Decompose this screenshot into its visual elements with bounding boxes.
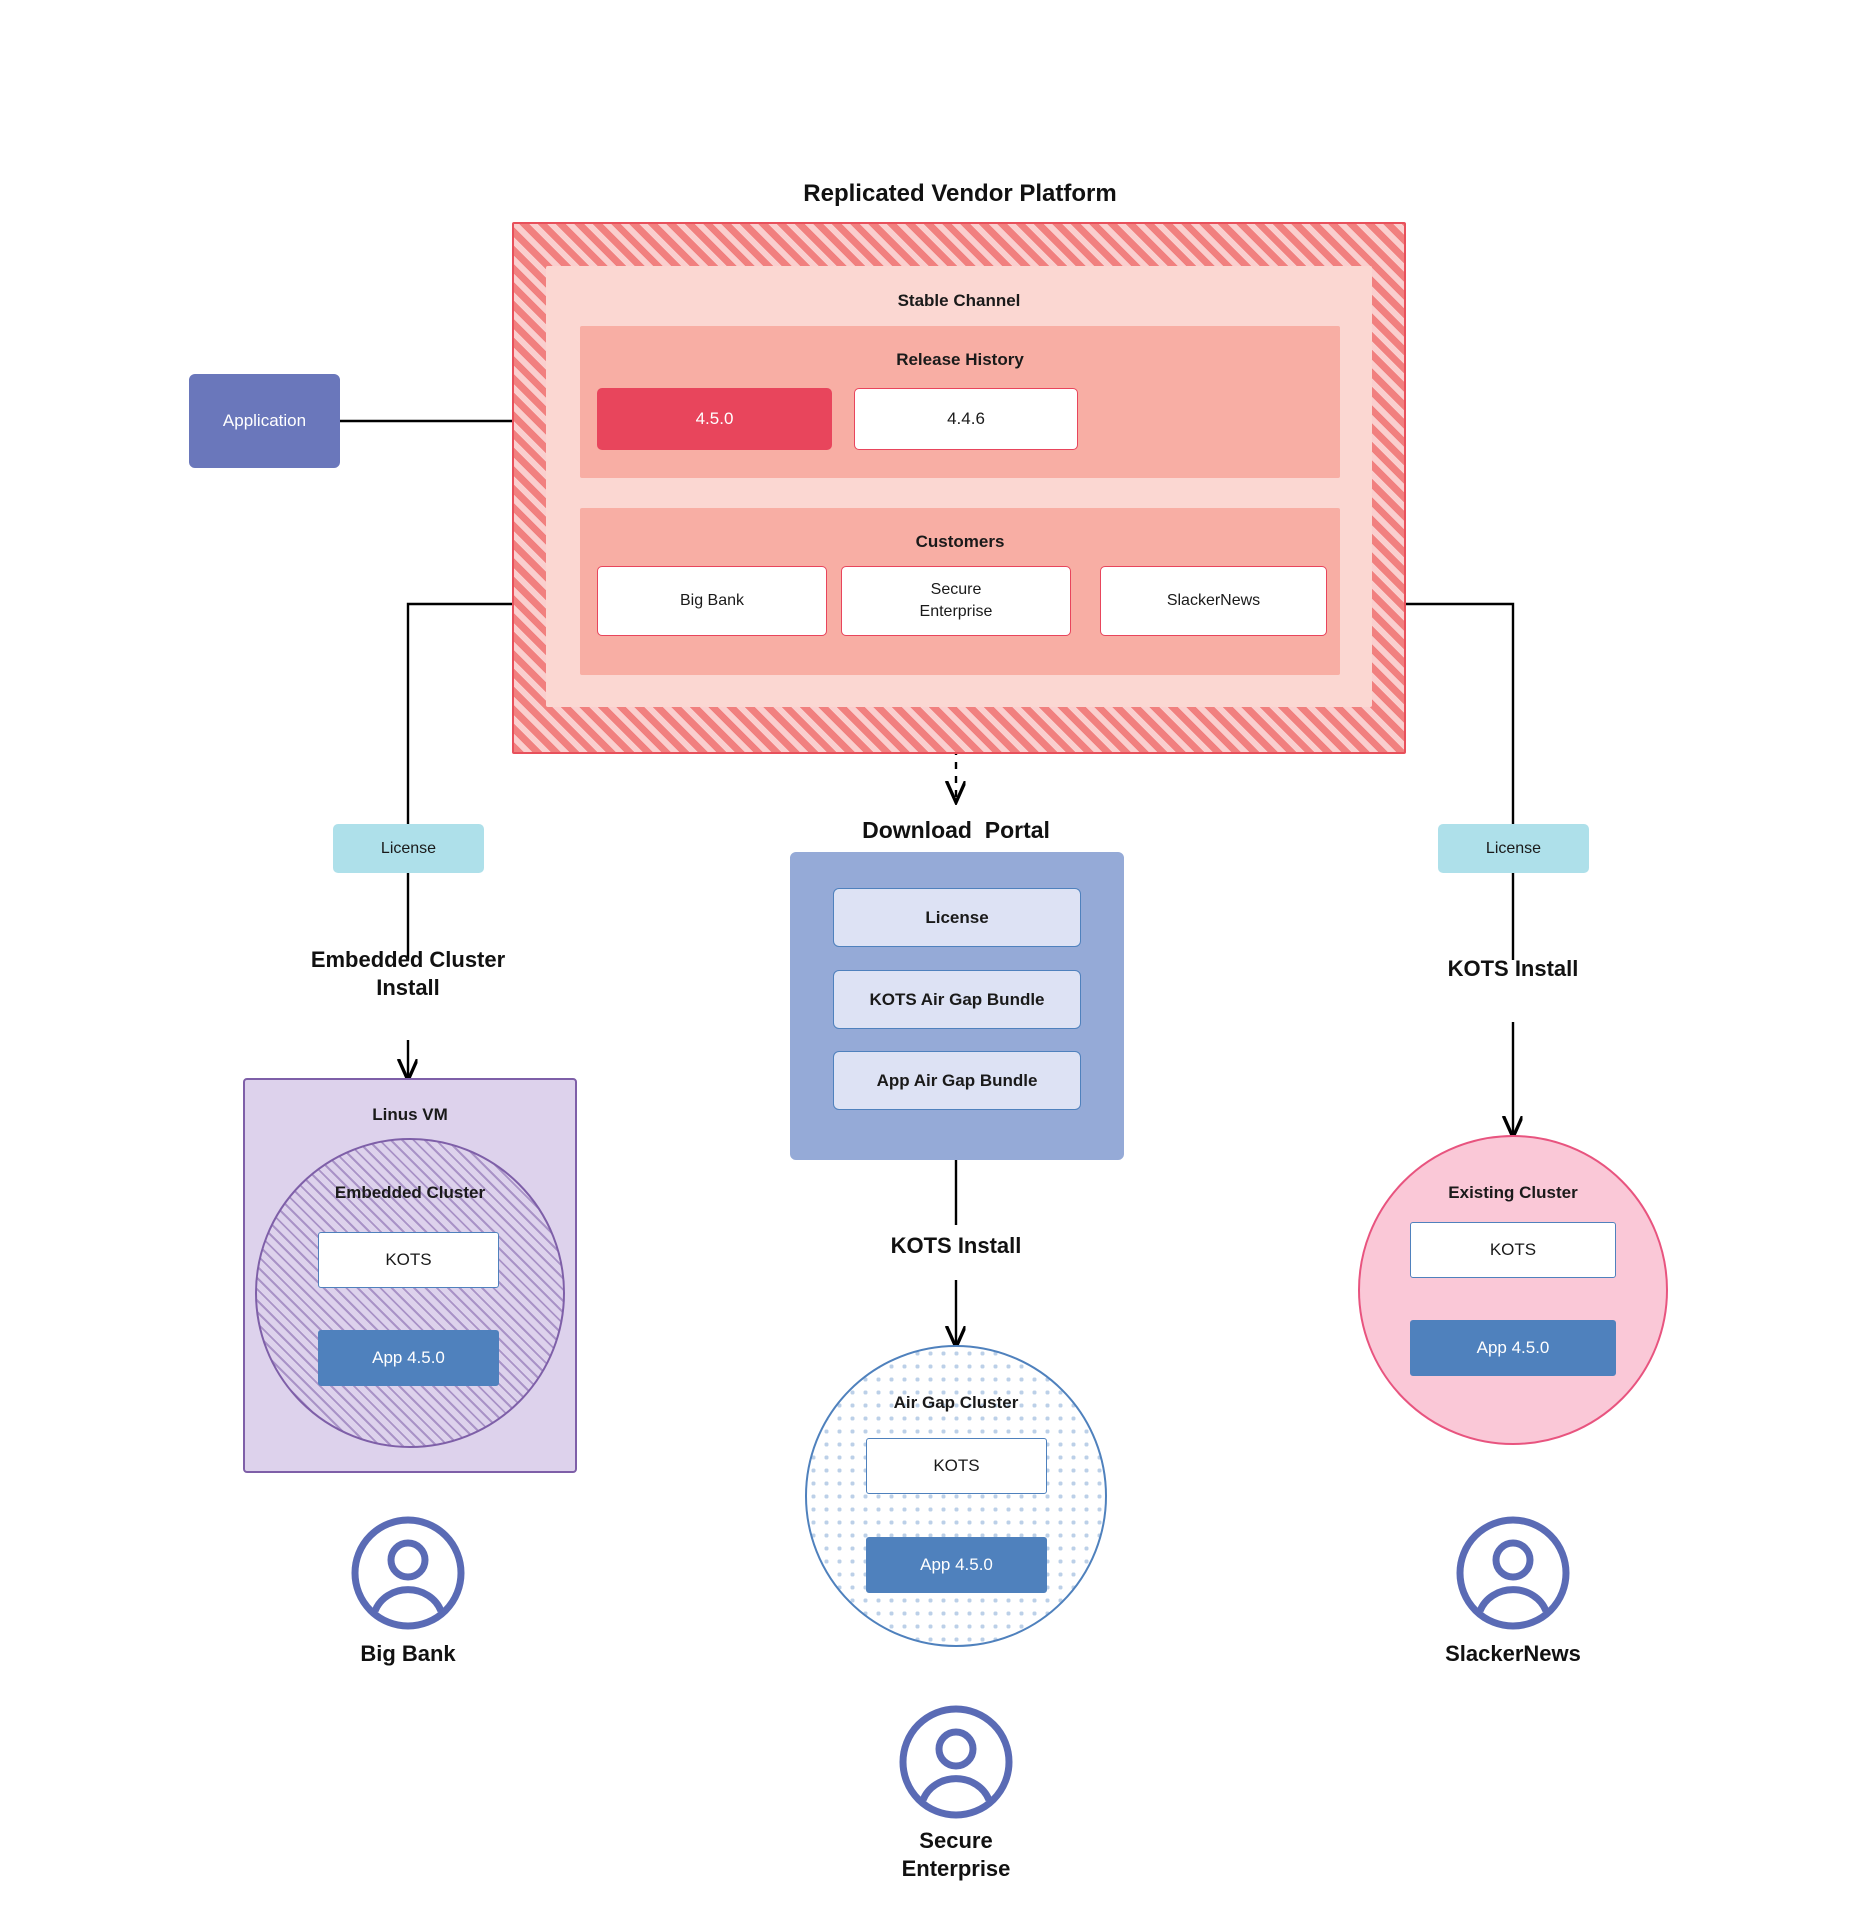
license-chip-right[interactable]: License bbox=[1438, 824, 1589, 873]
persona-label-big-bank: Big Bank bbox=[360, 1641, 456, 1666]
user-icon bbox=[351, 1516, 465, 1630]
portal-item-kots-air-gap-bundle[interactable]: KOTS Air Gap Bundle bbox=[833, 970, 1081, 1029]
release-card-current[interactable]: 4.5.0 bbox=[597, 388, 832, 450]
air-gap-cluster-circle bbox=[805, 1345, 1107, 1647]
customer-card-big-bank[interactable]: Big Bank bbox=[597, 566, 827, 636]
kots-box-airgap[interactable]: KOTS bbox=[866, 1438, 1047, 1494]
portal-item-license[interactable]: License bbox=[833, 888, 1081, 947]
license-chip-left[interactable]: License bbox=[333, 824, 484, 873]
release-card-past[interactable]: 4.4.6 bbox=[854, 388, 1078, 450]
persona-avatar-slackernews bbox=[1453, 1513, 1573, 1633]
user-icon bbox=[899, 1705, 1013, 1819]
page-title: Replicated Vendor Platform bbox=[803, 180, 1117, 207]
persona-avatar-secure-enterprise bbox=[896, 1702, 1016, 1822]
customer-card-slackernews[interactable]: SlackerNews bbox=[1100, 566, 1327, 636]
application-node[interactable]: Application bbox=[189, 374, 340, 468]
app-box-existing[interactable]: App 4.5.0 bbox=[1410, 1320, 1616, 1376]
kots-box-embedded[interactable]: KOTS bbox=[318, 1232, 499, 1288]
app-box-embedded[interactable]: App 4.5.0 bbox=[318, 1330, 499, 1386]
linux-vm-title: Linus VM bbox=[372, 1105, 448, 1124]
stable-channel-title: Stable Channel bbox=[897, 291, 1021, 310]
user-icon bbox=[1456, 1516, 1570, 1630]
app-box-airgap[interactable]: App 4.5.0 bbox=[866, 1537, 1047, 1593]
release-history-title: Release History bbox=[896, 350, 1024, 369]
kots-box-existing[interactable]: KOTS bbox=[1410, 1222, 1616, 1278]
portal-item-app-air-gap-bundle[interactable]: App Air Gap Bundle bbox=[833, 1051, 1081, 1110]
persona-avatar-big-bank bbox=[348, 1513, 468, 1633]
embedded-cluster-title: Embedded Cluster bbox=[334, 1183, 486, 1202]
existing-cluster-circle bbox=[1358, 1135, 1668, 1445]
persona-label-slackernews: SlackerNews bbox=[1445, 1641, 1581, 1666]
edge-label-kots-install-center: KOTS Install bbox=[890, 1233, 1022, 1258]
air-gap-cluster-title: Air Gap Cluster bbox=[893, 1393, 1019, 1412]
persona-label-secure-enterprise: Secure Enterprise bbox=[901, 1828, 1011, 1881]
customers-title: Customers bbox=[915, 532, 1005, 551]
edge-label-kots-install-right: KOTS Install bbox=[1447, 956, 1579, 981]
download-portal-title: Download Portal bbox=[862, 817, 1050, 843]
existing-cluster-title: Existing Cluster bbox=[1448, 1183, 1578, 1202]
edge-label-embedded-cluster-install: Embedded Cluster Install bbox=[310, 947, 506, 1000]
embedded-cluster-circle bbox=[255, 1138, 565, 1448]
customer-card-secure-enterprise[interactable]: Secure Enterprise bbox=[841, 566, 1071, 636]
